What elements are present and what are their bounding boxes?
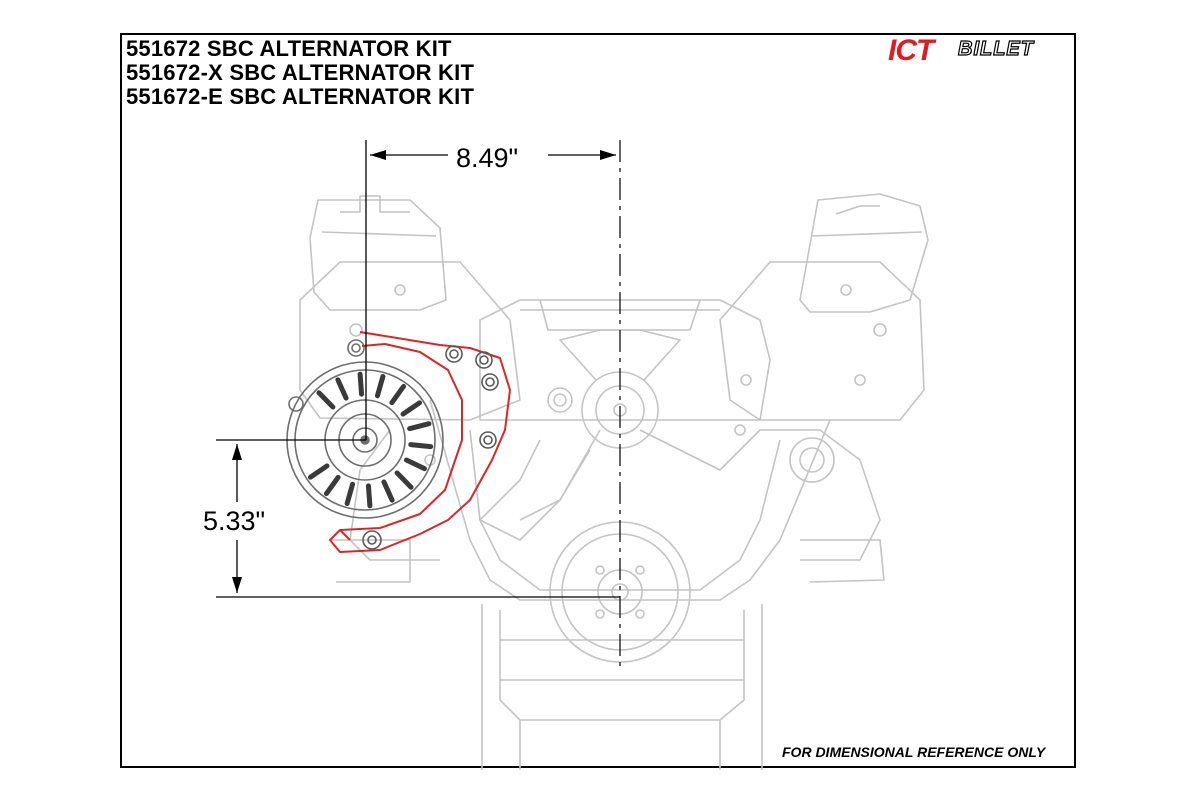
title-line-2: 551672-X SBC ALTERNATOR KIT [126,60,475,85]
ict-billet-logo: ICT BILLET [888,34,1074,70]
fan-slot [389,383,407,406]
fan-slot [335,377,349,401]
fan-slot [307,463,330,480]
fan-slot [344,481,356,507]
fan-slot [407,421,432,432]
drawing-border [120,33,1076,768]
vertical-dimension-label: 5.33" [203,506,266,536]
bracket-bolts [362,345,499,550]
fan-slot [323,474,341,497]
fan-slot [381,479,395,503]
alternator-ears [288,339,365,412]
logo-brand: ICT [888,34,934,67]
logo-sub: BILLET [957,37,1034,60]
fan-slot [357,371,365,397]
alternator-bracket [329,331,511,553]
fan-slot [400,400,423,417]
reference-note: FOR DIMENSIONAL REFERENCE ONLY [782,744,1046,760]
fan-slot [374,373,386,399]
fan-slot [394,470,414,490]
horizontal-dimension-label: 8.49" [456,143,519,173]
dimension-lines [216,140,620,598]
title-line-3: 551672-E SBC ALTERNATOR KIT [126,84,475,109]
fan-slot [403,457,427,472]
alternator-fan-slots [307,371,434,509]
fan-slot [365,483,373,509]
fan-slot [316,390,336,410]
fan-slot [408,442,434,450]
title-line-1: 551672 SBC ALTERNATOR KIT [126,36,452,61]
engine-block-outline [299,193,929,770]
